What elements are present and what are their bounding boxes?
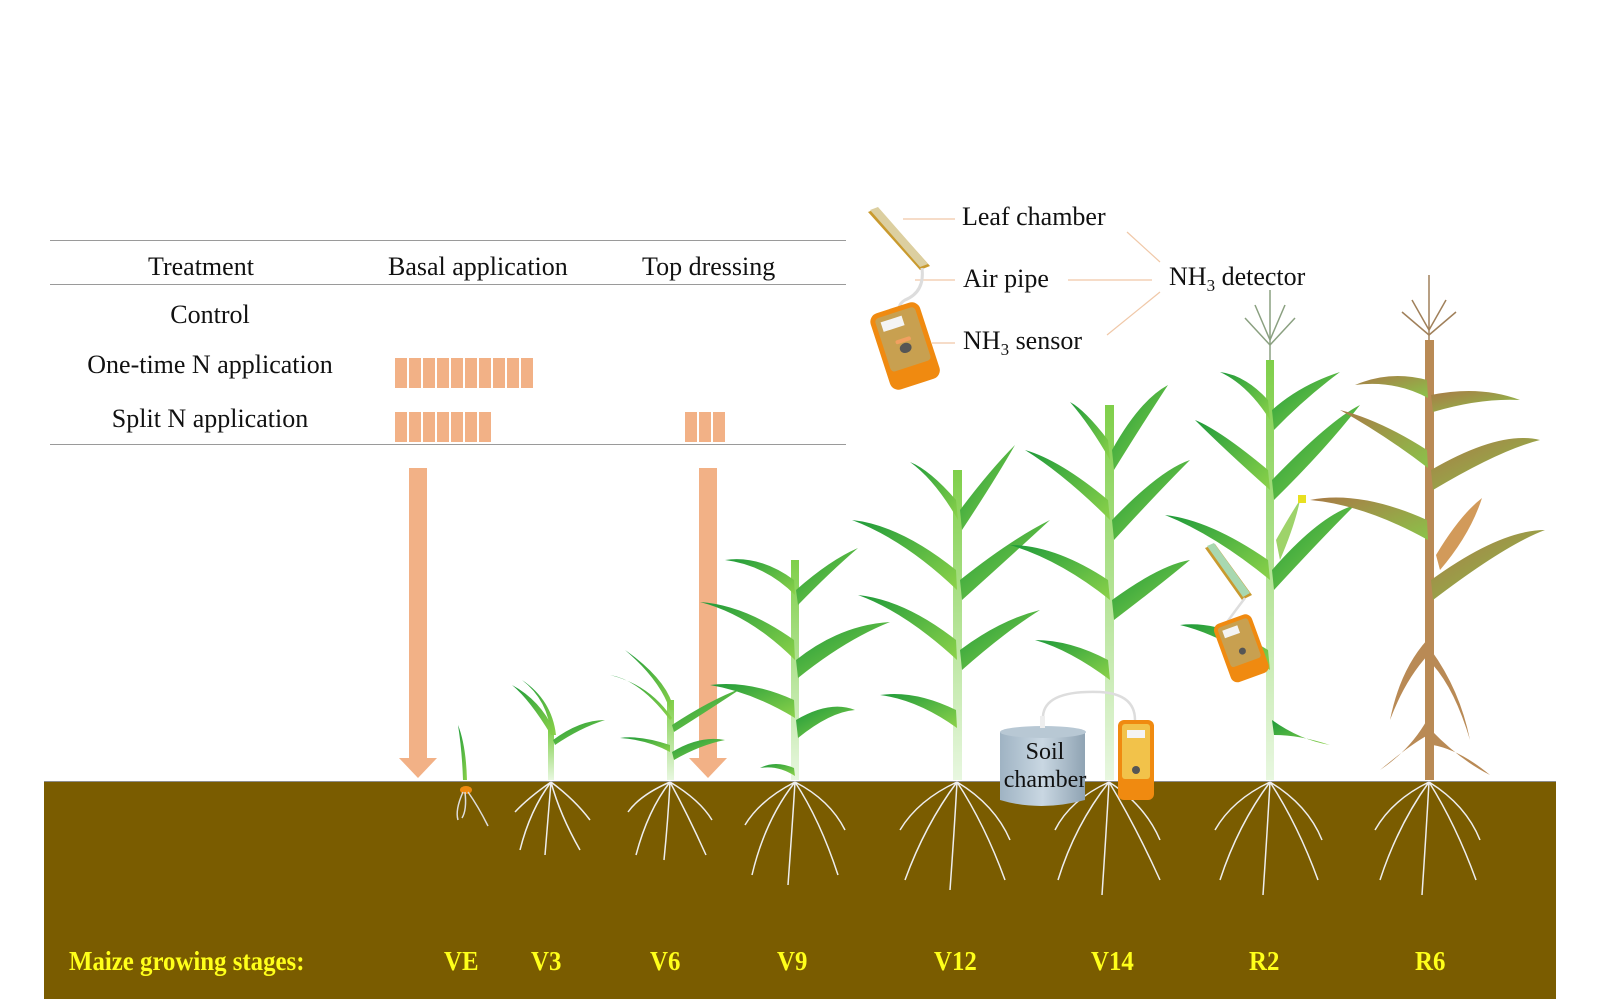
one-time-basal-blocks (395, 358, 533, 388)
fertilizer-block (423, 412, 435, 442)
sensor-subscript: 3 (1000, 340, 1010, 359)
fertilizer-block (423, 358, 435, 388)
stage-v9: V9 (777, 946, 808, 976)
stage-r6: R6 (1415, 946, 1446, 976)
stage-ve: VE (444, 946, 479, 976)
plant-r2 (1165, 290, 1360, 896)
fertilizer-block (521, 358, 533, 388)
fertilizer-block (395, 412, 407, 442)
plant-v6 (610, 650, 742, 861)
basal-arrow (399, 468, 437, 778)
fertilizer-block (493, 358, 505, 388)
fertilizer-block (451, 412, 463, 442)
plant-v9 (700, 548, 890, 886)
fertilizer-block (395, 358, 407, 388)
plant-leaf-chamber (1205, 543, 1252, 600)
row-one-time-label: One-time N application (87, 350, 333, 379)
soil-chamber-label: Soil chamber (995, 738, 1095, 794)
leaf-chamber-icon (868, 207, 930, 270)
soil-ground (44, 781, 1556, 999)
fertilizer-block (409, 358, 421, 388)
table-top-rule (50, 240, 846, 241)
fertilizer-block (437, 358, 449, 388)
stage-v12: V12 (934, 946, 977, 976)
plant-v3 (512, 680, 605, 856)
detector-prefix: NH (1169, 262, 1207, 291)
legend-air-pipe: Air pipe (963, 264, 1049, 293)
legend-nh3-detector: NH3 detector (1169, 262, 1306, 295)
fertilizer-block (713, 412, 725, 442)
soil-nh3-sensor (1118, 720, 1154, 800)
stages-title: Maize growing stages: (69, 946, 305, 976)
soil-chamber-line1: Soil (1025, 739, 1065, 765)
split-basal-blocks (395, 412, 491, 442)
split-top-blocks (685, 412, 725, 442)
soil-chamber-icon (1000, 716, 1086, 806)
nh3-sensor-icon (870, 302, 940, 390)
soil-chamber-line2: chamber (1003, 767, 1087, 793)
detector-suffix: detector (1215, 262, 1306, 291)
plant-v14 (1010, 385, 1190, 896)
fertilizer-block (479, 412, 491, 442)
fertilizer-block (685, 412, 697, 442)
stage-v6: V6 (650, 946, 681, 976)
table-bottom-rule (50, 444, 846, 445)
header-top-dressing: Top dressing (642, 252, 776, 281)
sensor-prefix: NH (963, 326, 1001, 355)
stage-v14: V14 (1091, 946, 1134, 976)
stage-r2: R2 (1249, 946, 1280, 976)
fertilizer-block (451, 358, 463, 388)
header-treatment: Treatment (148, 252, 254, 281)
header-basal-application: Basal application (388, 252, 568, 281)
top-dressing-arrow (689, 468, 727, 778)
row-split-label: Split N application (111, 404, 309, 433)
table-header-rule (50, 284, 846, 285)
fertilizer-block (409, 412, 421, 442)
detector-subscript: 3 (1206, 276, 1216, 295)
fertilizer-block (699, 412, 711, 442)
legend-nh3-sensor: NH3 sensor (963, 326, 1082, 359)
sensor-suffix: sensor (1009, 326, 1082, 355)
plant-v12 (852, 445, 1050, 891)
fertilizer-block (465, 412, 477, 442)
legend-leaf-chamber: Leaf chamber (962, 202, 1106, 231)
soil-air-pipe (1041, 690, 1137, 721)
plant-r6 (1310, 275, 1545, 896)
fertilizer-block (507, 358, 519, 388)
plant-nh3-sensor (1213, 614, 1269, 683)
fertilizer-block (479, 358, 491, 388)
row-control-label: Control (170, 300, 250, 329)
fertilizer-block (437, 412, 449, 442)
legend-connectors (903, 218, 1161, 344)
fertilizer-block (465, 358, 477, 388)
plant-ve (456, 725, 489, 827)
stage-v3: V3 (531, 946, 562, 976)
